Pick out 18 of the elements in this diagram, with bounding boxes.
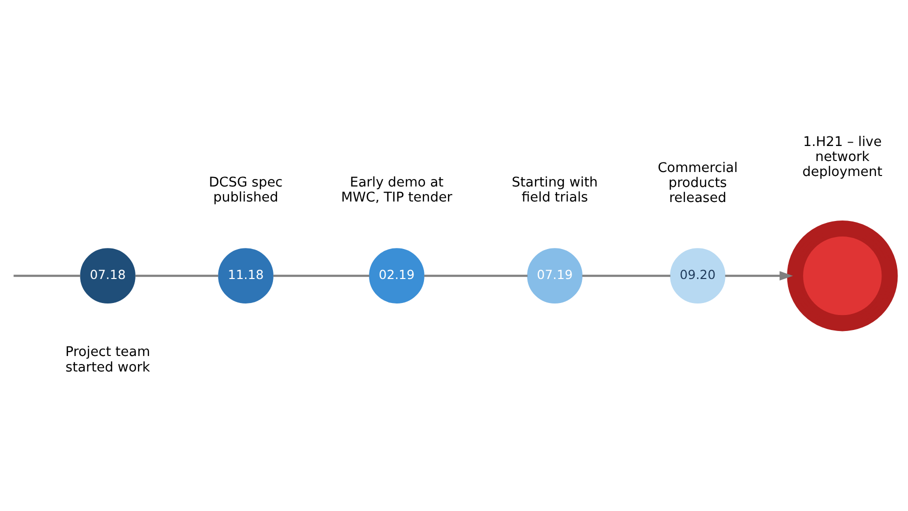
node-label: DCSG spec published (208, 176, 283, 206)
node-circle: 11.18 (218, 248, 274, 304)
node-circle: 07.19 (527, 248, 582, 304)
connector (582, 274, 670, 277)
node-label: Early demo at MWC, TIP tender (341, 176, 452, 206)
node-circle: 09.20 (670, 248, 726, 304)
node-label: Project team started work (65, 345, 150, 376)
node-circle: 07.18 (80, 248, 136, 304)
node-label: Starting with field trials (512, 176, 598, 206)
arrow (725, 271, 794, 281)
node-label: 1.H21 – live network deployment (802, 134, 882, 180)
connector (14, 274, 80, 277)
connector (273, 274, 370, 277)
connector (424, 274, 528, 277)
connector (135, 274, 218, 277)
node-picture (787, 220, 898, 332)
node-label: Commercial products released (658, 160, 738, 206)
node-circle: 02.19 (369, 248, 424, 304)
